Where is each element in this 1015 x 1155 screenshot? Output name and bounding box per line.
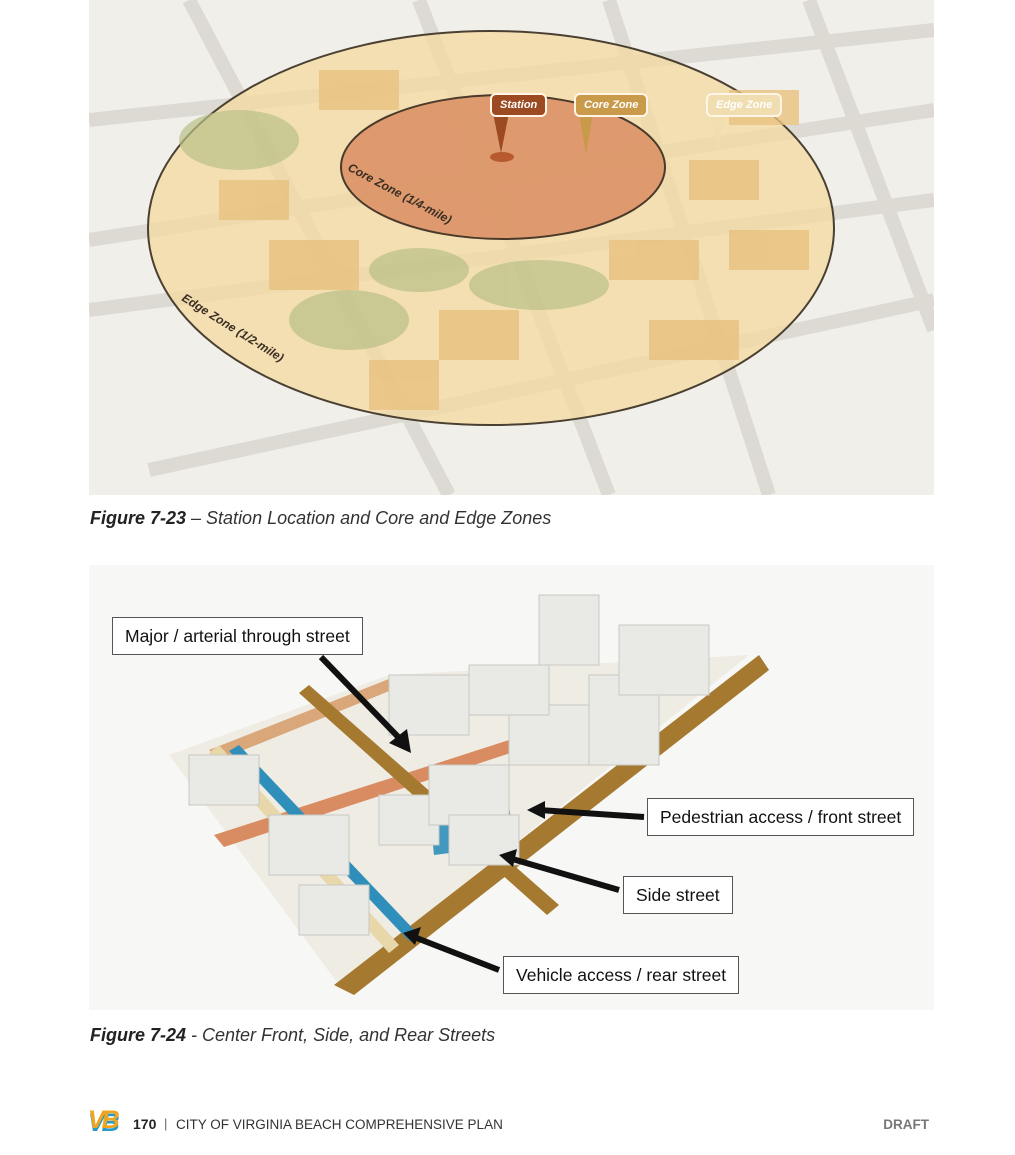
caption-text: - Center Front, Side, and Rear Streets xyxy=(186,1025,496,1045)
station-zones-illustration: Core Zone (1/4-mile) Edge Zone (1/2-mile… xyxy=(87,0,941,499)
caption-text: – Station Location and Core and Edge Zon… xyxy=(186,508,552,528)
callout-pedestrian-street: Pedestrian access / front street xyxy=(647,798,915,836)
footer-separator: | xyxy=(164,1116,168,1131)
edge-zone-pin: Edge Zone xyxy=(706,93,783,117)
page-footer: VB 170 | CITY OF VIRGINIA BEACH COMPREHE… xyxy=(88,1106,933,1140)
core-zone-pin: Core Zone xyxy=(574,93,649,117)
street-types-diagram: Major / arterial through street Pedestri… xyxy=(89,565,934,1010)
caption-number: Figure 7-23 xyxy=(90,508,187,528)
callout-vehicle-street: Vehicle access / rear street xyxy=(503,956,740,994)
page-number: 170 xyxy=(133,1116,157,1132)
callout-major-street: Major / arterial through street xyxy=(112,617,363,655)
document-title: CITY OF VIRGINIA BEACH COMPREHENSIVE PLA… xyxy=(176,1117,503,1132)
street-types-illustration xyxy=(89,565,934,1010)
callout-side-street: Side street xyxy=(623,876,733,914)
station-pin: Station xyxy=(490,93,548,117)
figure-7-23-caption: Figure 7-23 – Station Location and Core … xyxy=(90,508,551,529)
station-zones-map: Core Zone (1/4-mile) Edge Zone (1/2-mile… xyxy=(87,0,941,499)
draft-label: DRAFT xyxy=(883,1117,929,1132)
figure-7-24-caption: Figure 7-24 - Center Front, Side, and Re… xyxy=(90,1025,495,1046)
vb-logo: VB xyxy=(88,1106,120,1134)
caption-number: Figure 7-24 xyxy=(90,1025,187,1045)
